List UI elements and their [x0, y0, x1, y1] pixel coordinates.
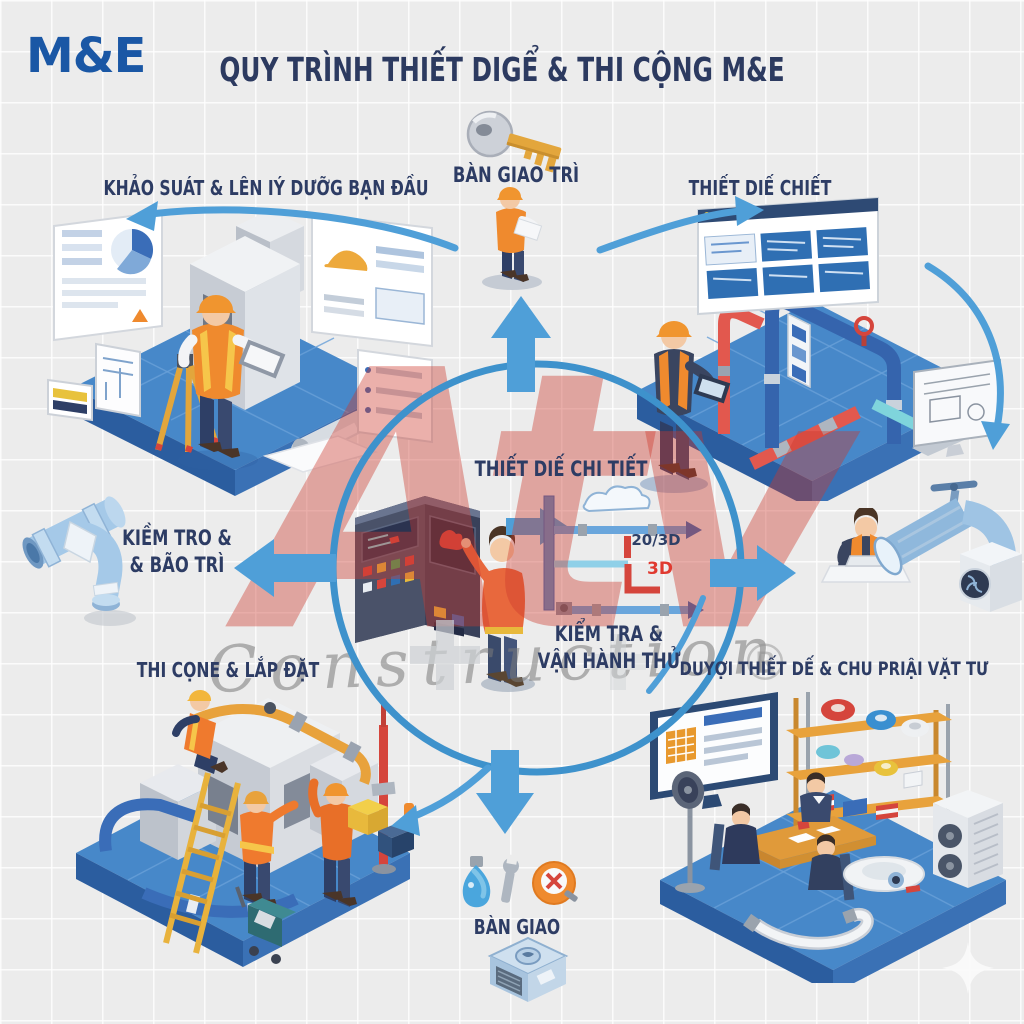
ac-outdoor-unit: [933, 790, 1003, 888]
arc-to-bottom-left: [391, 764, 492, 836]
floating-panel-notes: [357, 348, 433, 444]
arc-to-top-right: [596, 196, 764, 254]
stand-fan: [671, 771, 705, 893]
stage-label-detail-design: THIẾT DIẾ CHI TIẾT: [474, 457, 648, 481]
stage-label-survey: KHẢO SUÁT & LÊN IÝ DƯỠG BẠN ĐẦU: [103, 176, 429, 200]
worker-inspector: [640, 321, 731, 493]
floating-panel-sign: [47, 378, 93, 422]
meeting-people: [709, 772, 855, 901]
illustration-construction: [76, 689, 414, 967]
illustration-survey: [47, 210, 433, 496]
stage-label-testing: KIỂM TRA & VẬN HÀNH THỬ: [537, 622, 681, 674]
fan-box: [959, 542, 1022, 612]
illustration-concept-design: [637, 196, 1001, 501]
sparkle-icon: [942, 942, 994, 994]
floating-panel-sketch-monitor: [913, 358, 1001, 457]
stage-label-approval: DUYỢI THIẾT DẾ & CHU PRIẬI VẶT TƯ: [679, 658, 989, 680]
handover-worker: [482, 187, 543, 290]
illustration-fan-duct: [873, 480, 1022, 612]
flex-hose: [743, 908, 874, 950]
yellow-pipe: [194, 702, 371, 785]
illustration-detail-design: [355, 485, 704, 692]
stage-label-concept-design: THIẾT DIẾ CHIẾT: [688, 176, 832, 200]
watermark-registered-icon: ®: [740, 634, 790, 692]
stage-label-handover-top: BÀN GIAO TRÌ: [452, 163, 580, 187]
worker-right: [308, 778, 357, 907]
test-trolley: [235, 886, 296, 964]
watermark-brand: Atv: [248, 294, 851, 712]
layout-paper: [262, 435, 379, 473]
equipment-boxes: [348, 799, 414, 858]
worker-center: [240, 791, 299, 909]
stage-label-maintenance: KIỀM TRO & & BÃO TRÌ: [122, 526, 232, 578]
pipe-fitting-icon: [22, 496, 136, 626]
sign-board: [787, 312, 811, 389]
ac-unit-icon: [487, 936, 569, 1002]
floating-panel-blueprint: [95, 342, 141, 418]
brand-logo: M&E: [26, 28, 146, 84]
arc-to-bottom-right: [646, 595, 706, 694]
arrow-up: [491, 296, 551, 392]
illustration-handover-key: [466, 110, 562, 290]
stage-label-construction: THI CỌNE & LẮP ĐẶT: [136, 658, 320, 682]
handover-icons: [462, 854, 578, 908]
ladder: [163, 772, 241, 954]
control-panel: [355, 496, 480, 643]
floating-panel-helmet-doc: [311, 212, 433, 348]
schematic-2d3d-tag: 20/3D: [631, 531, 681, 549]
worker-surveyor: [178, 295, 286, 470]
stage-label-handover-bottom: BÀN GIAO: [473, 915, 561, 939]
arrow-left: [234, 539, 336, 597]
floating-panel-charts: [53, 210, 163, 342]
arrow-down: [476, 750, 534, 834]
gauge-icon: [532, 861, 578, 905]
key-icon: [466, 110, 562, 173]
bulb-icon: [462, 856, 491, 908]
wrench-icon: [501, 854, 519, 903]
worker-on-ladder: [172, 689, 228, 774]
arc-to-top-left: [126, 201, 459, 252]
page-title: QUY TRÌNH THIẾT DIGỂ & THI CỘNG M&E: [219, 50, 785, 89]
duct-ring: [843, 856, 925, 893]
schematic-3d-tag: 3D: [647, 559, 673, 579]
arrow-right: [710, 545, 796, 601]
engineer-figure: [461, 525, 535, 692]
illustration-approval-meeting: [650, 692, 1006, 983]
cycle-circle: [329, 360, 745, 776]
red-standpipe: [371, 703, 396, 874]
arc-right-side: [924, 262, 1010, 450]
